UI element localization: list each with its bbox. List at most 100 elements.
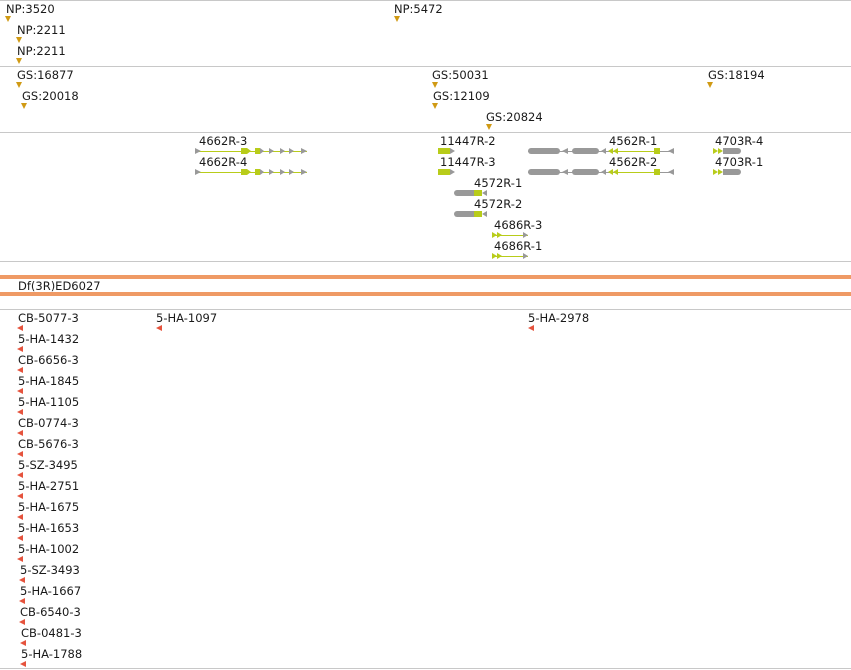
arrow-left-icon (562, 169, 568, 175)
insertion-label: 5-HA-1432 (18, 332, 80, 346)
transcript-glyph (528, 148, 674, 154)
insertion-label: 5-HA-2751 (18, 479, 80, 493)
arrow-right-icon (301, 148, 307, 154)
gs-marker-icon (432, 103, 438, 109)
gs-marker-icon (432, 82, 438, 88)
insertion-marker-icon (20, 661, 26, 667)
arrow-right-icon (492, 232, 497, 238)
arrow-right-icon (289, 148, 294, 154)
transcript-label: 4562R-1 (609, 134, 658, 148)
track-divider-np-gs (0, 66, 851, 67)
transcript-label: 4662R-3 (199, 134, 248, 148)
arrow-right-icon (195, 148, 201, 154)
transcript-glyph (713, 148, 741, 154)
insertion-marker-icon (20, 640, 26, 646)
arrow-right-icon (713, 148, 718, 154)
arrow-right-icon (450, 169, 455, 175)
transcript-label: 11447R-3 (440, 155, 496, 169)
transcript-label: 11447R-2 (440, 134, 496, 148)
arrow-right-icon (289, 169, 294, 175)
transcript-label: 4703R-1 (715, 155, 764, 169)
insertion-marker-icon (19, 577, 25, 583)
insertion-marker-icon (17, 430, 23, 436)
insertion-label: CB-0774-3 (18, 416, 79, 430)
insertion-marker-icon (17, 493, 23, 499)
arrow-left-icon (608, 148, 613, 154)
arrow-left-icon (482, 190, 487, 196)
transcript-glyph (528, 169, 674, 175)
arrow-right-icon (497, 232, 502, 238)
np-marker-icon (16, 58, 22, 64)
insertion-label: 5-HA-1667 (20, 584, 82, 598)
insertion-label: 5-HA-1845 (18, 374, 80, 388)
arrow-right-icon (450, 148, 455, 154)
insertion-marker-icon (17, 388, 23, 394)
np-marker-icon (394, 16, 400, 22)
insertion-label: CB-0481-3 (21, 626, 82, 640)
np-feature-label: NP:2211 (17, 23, 66, 37)
gs-marker-icon (707, 82, 713, 88)
insertion-marker-icon (17, 346, 23, 352)
track-divider-df-insertions (0, 309, 851, 310)
track-divider-top (0, 0, 851, 1)
arrow-right-icon (260, 148, 264, 154)
gs-marker-icon (486, 124, 492, 130)
arrow-left-icon (668, 169, 674, 175)
transcript-label: 4686R-1 (494, 239, 543, 253)
np-marker-icon (5, 16, 11, 22)
insertion-marker-icon (528, 325, 534, 331)
transcript-glyph (195, 148, 307, 154)
insertion-marker-icon (17, 535, 23, 541)
transcript-label: 4686R-3 (494, 218, 543, 232)
insertion-marker-icon (19, 598, 25, 604)
arrow-left-icon (608, 169, 613, 175)
arrow-right-icon (280, 148, 285, 154)
insertion-label: 5-HA-1675 (18, 500, 80, 514)
insertion-marker-icon (17, 367, 23, 373)
arrow-right-icon (492, 253, 497, 259)
arrow-right-icon (247, 148, 251, 154)
gs-feature-label: GS:12109 (433, 89, 490, 103)
arrow-left-icon (668, 148, 674, 154)
insertion-marker-icon (17, 409, 23, 415)
insertion-marker-icon (17, 472, 23, 478)
track-divider-bottom (0, 668, 851, 669)
arrow-right-icon (247, 169, 251, 175)
arrow-right-icon (195, 169, 201, 175)
np-marker-icon (16, 37, 22, 43)
transcript-glyph (438, 148, 456, 154)
arrow-right-icon (523, 232, 528, 238)
np-feature-label: NP:3520 (6, 2, 55, 16)
transcript-label: 4572R-1 (474, 176, 523, 190)
insertion-label: CB-6656-3 (18, 353, 79, 367)
insertion-marker-icon (17, 514, 23, 520)
insertion-label: CB-5077-3 (18, 311, 79, 325)
insertion-label: 5-HA-1788 (21, 647, 83, 661)
insertion-label: 5-HA-1653 (18, 521, 80, 535)
transcript-glyph (713, 169, 741, 175)
gs-feature-label: GS:20824 (486, 110, 543, 124)
transcript-label: 4562R-2 (609, 155, 658, 169)
transcript-label: 4662R-4 (199, 155, 248, 169)
arrow-right-icon (301, 169, 307, 175)
np-feature-label: NP:2211 (17, 44, 66, 58)
deficiency-bar-bottom (0, 292, 851, 296)
insertion-label: 5-HA-1105 (18, 395, 80, 409)
arrow-left-icon (562, 148, 568, 154)
gs-feature-label: GS:20018 (22, 89, 79, 103)
arrow-left-icon (613, 169, 618, 175)
arrow-right-icon (718, 148, 723, 154)
arrow-right-icon (718, 169, 723, 175)
arrow-left-icon (613, 148, 618, 154)
transcript-label: 4703R-4 (715, 134, 764, 148)
insertion-label: 5-HA-1097 (156, 311, 218, 325)
arrow-right-icon (713, 169, 718, 175)
arrow-left-icon (601, 169, 606, 175)
insertion-label: 5-SZ-3493 (20, 563, 80, 577)
transcript-glyph (454, 190, 489, 196)
insertion-marker-icon (17, 325, 23, 331)
transcript-glyph (438, 169, 456, 175)
insertion-marker-icon (19, 619, 25, 625)
arrow-right-icon (269, 148, 274, 154)
track-divider-gs-transcripts (0, 132, 851, 133)
